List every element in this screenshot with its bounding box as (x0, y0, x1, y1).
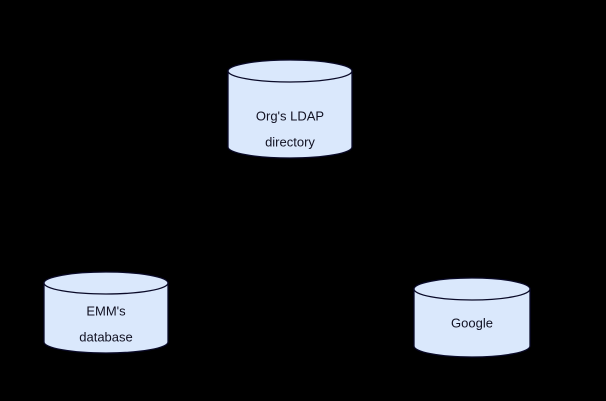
google-node[interactable]: Google (413, 277, 531, 358)
ldap-directory-node[interactable]: Org's LDAP directory (227, 59, 353, 159)
ldap-label-line-1: Org's LDAP (256, 108, 324, 123)
emm-label-line-2: database (79, 329, 133, 344)
emm-cylinder-body (43, 282, 169, 354)
ldap-cylinder-top (227, 59, 353, 83)
emm-database-node[interactable]: EMM's database (43, 271, 169, 354)
google-label: Google (451, 315, 493, 330)
emm-cylinder-top (43, 271, 169, 295)
ldap-label-line-2: directory (265, 134, 315, 149)
ldap-cylinder-body (227, 70, 353, 159)
emm-label-line-1: EMM's (86, 303, 126, 318)
google-cylinder-top (413, 277, 531, 301)
google-cylinder-body (413, 288, 531, 358)
